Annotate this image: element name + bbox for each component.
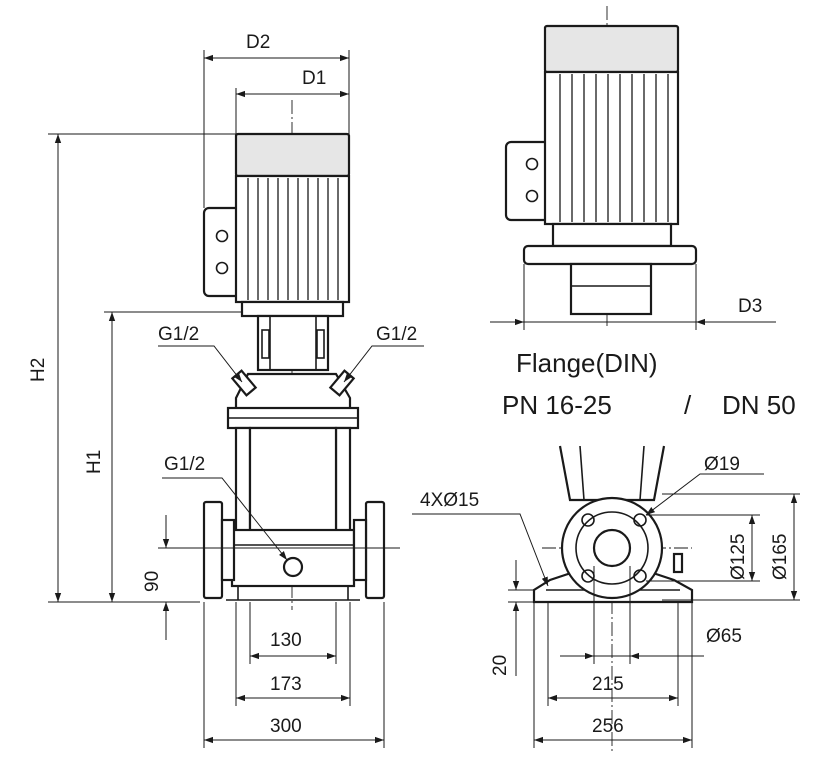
label-d1: D1 bbox=[302, 68, 326, 89]
tie-rod-right bbox=[334, 426, 352, 534]
side-motor-body bbox=[543, 70, 680, 226]
label-dim-20: 20 bbox=[490, 655, 511, 676]
flange-title: Flange(DIN) bbox=[516, 348, 658, 378]
side-adapter bbox=[551, 222, 673, 248]
flange-pn: PN 16-25 bbox=[502, 390, 612, 420]
flange-view bbox=[412, 445, 800, 752]
label-dia-19: Ø19 bbox=[704, 454, 740, 475]
label-dia-165: Ø165 bbox=[770, 534, 791, 580]
flange-dn: DN 50 bbox=[722, 390, 796, 420]
label-dim-300: 300 bbox=[270, 716, 302, 737]
inlet-neck bbox=[220, 518, 236, 582]
front-dimensions bbox=[48, 50, 424, 748]
label-g-drain: G1/2 bbox=[164, 454, 205, 475]
motor-flange bbox=[240, 300, 345, 318]
label-dia-65: Ø65 bbox=[706, 626, 742, 647]
label-dim-130: 130 bbox=[270, 630, 302, 651]
side-flange bbox=[522, 244, 698, 266]
side-motor-fins bbox=[559, 74, 669, 222]
flange-slash: / bbox=[684, 390, 692, 420]
tie-rod-left bbox=[234, 426, 252, 534]
front-view bbox=[202, 100, 386, 610]
motor-body bbox=[234, 174, 351, 304]
label-d2: D2 bbox=[246, 32, 270, 53]
label-dim-256: 256 bbox=[592, 716, 624, 737]
side-view bbox=[490, 6, 776, 330]
outlet-neck bbox=[352, 518, 368, 582]
label-h2: H2 bbox=[28, 358, 49, 382]
label-dim-90: 90 bbox=[142, 571, 163, 592]
label-dia-125: Ø125 bbox=[728, 534, 749, 580]
drain-plug bbox=[282, 556, 304, 578]
outlet-flange bbox=[364, 500, 386, 600]
inlet-flange bbox=[202, 500, 224, 600]
side-plug bbox=[672, 552, 684, 574]
stack-sleeve bbox=[248, 426, 338, 534]
label-h1: H1 bbox=[84, 450, 105, 474]
motor-fan-cover bbox=[234, 132, 351, 178]
pump-head bbox=[234, 372, 352, 412]
label-holes: 4XØ15 bbox=[420, 490, 479, 511]
side-terminal-box bbox=[504, 140, 552, 222]
flange-bore bbox=[592, 528, 632, 568]
label-d3: D3 bbox=[738, 296, 762, 317]
label-dim-215: 215 bbox=[592, 674, 624, 695]
motor-fins bbox=[247, 178, 339, 300]
label-g-vent-left: G1/2 bbox=[158, 324, 199, 345]
label-dim-173: 173 bbox=[270, 674, 302, 695]
side-shaft-housing bbox=[569, 262, 653, 316]
label-g-vent-right: G1/2 bbox=[376, 324, 417, 345]
side-fan-cover bbox=[543, 24, 680, 74]
pipe-body bbox=[558, 445, 666, 502]
bolt-holes bbox=[581, 513, 647, 583]
